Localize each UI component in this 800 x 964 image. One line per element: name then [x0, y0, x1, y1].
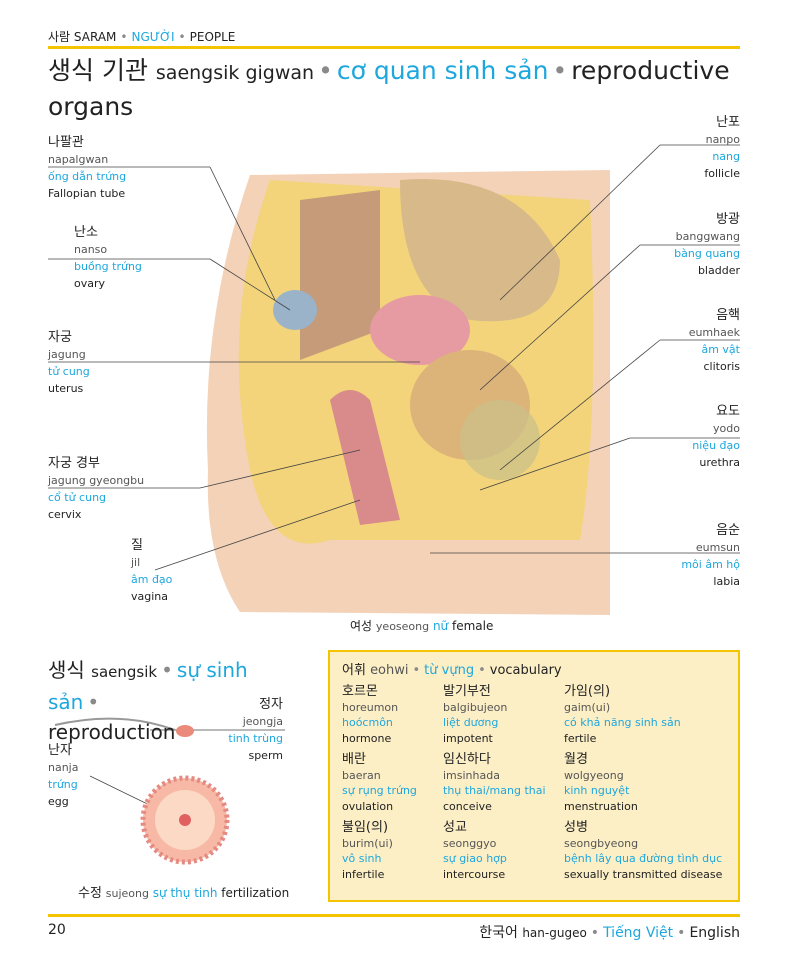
page-title: 생식 기관 saengsik gigwan•cơ quan sinh sản•r…	[48, 56, 730, 121]
egg-illustration	[140, 775, 230, 865]
page-number: 20	[48, 922, 66, 938]
vocab-rom: baeran	[342, 768, 381, 782]
vocab-en: impotent	[443, 731, 493, 745]
header-vi: NGƯỜI	[131, 30, 175, 44]
label-fertilization: 수정 sujeong sự thụ tinh fertilization	[78, 886, 290, 901]
vocab-ko: 성교	[443, 820, 467, 835]
vocab-vi: thụ thai/mang thai	[443, 784, 546, 797]
header-en: PEOPLE	[189, 30, 236, 44]
vocab-vi: vô sinh	[342, 852, 382, 865]
uterus-shape	[370, 295, 470, 365]
vocab-ko: 성병	[564, 820, 588, 835]
sperm-illustration	[54, 717, 194, 737]
vocab-ko: 월경	[564, 752, 588, 767]
vocab-rom: wolgyeong	[564, 768, 624, 782]
vocabulary-entry: 불임(의)burim(ui) vô sinh infertile	[342, 820, 442, 882]
footer-rule	[48, 914, 740, 917]
vocab-vi: sự rụng trứng	[342, 784, 417, 797]
vocabulary-title: 어휘 eohwi•từ vựng•vocabulary	[342, 663, 562, 678]
vocab-vi: sự giao hợp	[443, 852, 507, 865]
vocab-rom: burim(ui)	[342, 836, 393, 850]
vocab-en: menstruation	[564, 799, 638, 813]
title-en: reproductive organs	[48, 56, 730, 121]
intestine	[400, 179, 560, 322]
vocab-en: fertile	[564, 731, 597, 745]
leader-lines	[48, 144, 740, 816]
vocab-vi: bệnh lây qua đường tình dục	[564, 852, 723, 865]
vocab-en: intercourse	[443, 867, 506, 881]
title-rom: saengsik gigwan	[155, 62, 315, 84]
vocab-en: sexually transmitted disease	[564, 867, 723, 881]
vocab-vi: liệt dương	[443, 716, 499, 729]
reproduction-heading: 생식 saengsik•sự sinh sản•reproduction	[48, 658, 248, 744]
vocab-ko: 배란	[342, 752, 366, 767]
vocab-en: hormone	[342, 731, 392, 745]
vocab-vi: hoócmôn	[342, 716, 393, 729]
ovary-shape	[273, 290, 317, 330]
vocab-rom: seongbyeong	[564, 836, 639, 850]
language-strip: 한국어 han-gugeo•Tiếng Việt•English	[479, 925, 740, 941]
title-vi: cơ quan sinh sản	[336, 56, 549, 85]
vocab-vi: có khả năng sinh sản	[564, 716, 681, 729]
vocab-ko: 불임(의)	[342, 820, 389, 835]
figure-caption: 여성 yeoseong nữ female	[350, 619, 494, 633]
vocab-en: ovulation	[342, 799, 394, 813]
header-rom: SARAM	[73, 30, 117, 44]
vocabulary-entry: 가임(의)gaim(ui) có khả năng sinh sản fertile	[564, 684, 734, 746]
vocab-en: infertile	[342, 867, 385, 881]
vocab-rom: balgibujeon	[443, 700, 508, 714]
vocab-rom: horeumon	[342, 700, 399, 714]
vocab-ko: 발기부전	[443, 684, 491, 699]
header-ko: 사람	[48, 30, 71, 44]
title-ko: 생식 기관	[48, 56, 148, 85]
vagina-shape	[330, 390, 400, 525]
vocab-rom: seonggyo	[443, 836, 497, 850]
header-rule	[48, 46, 740, 49]
vocab-vi: kinh nguyệt	[564, 784, 630, 797]
vocab-ko: 가임(의)	[564, 684, 611, 699]
vocab-ko: 임신하다	[443, 752, 491, 767]
vocab-ko: 호르몬	[342, 684, 378, 699]
vocab-en: conceive	[443, 799, 492, 813]
vocab-rom: imsinhada	[443, 768, 500, 782]
section-header: 사람 SARAM•NGƯỜI•PEOPLE	[48, 30, 236, 44]
vocab-rom: gaim(ui)	[564, 700, 611, 714]
spine	[300, 190, 380, 360]
